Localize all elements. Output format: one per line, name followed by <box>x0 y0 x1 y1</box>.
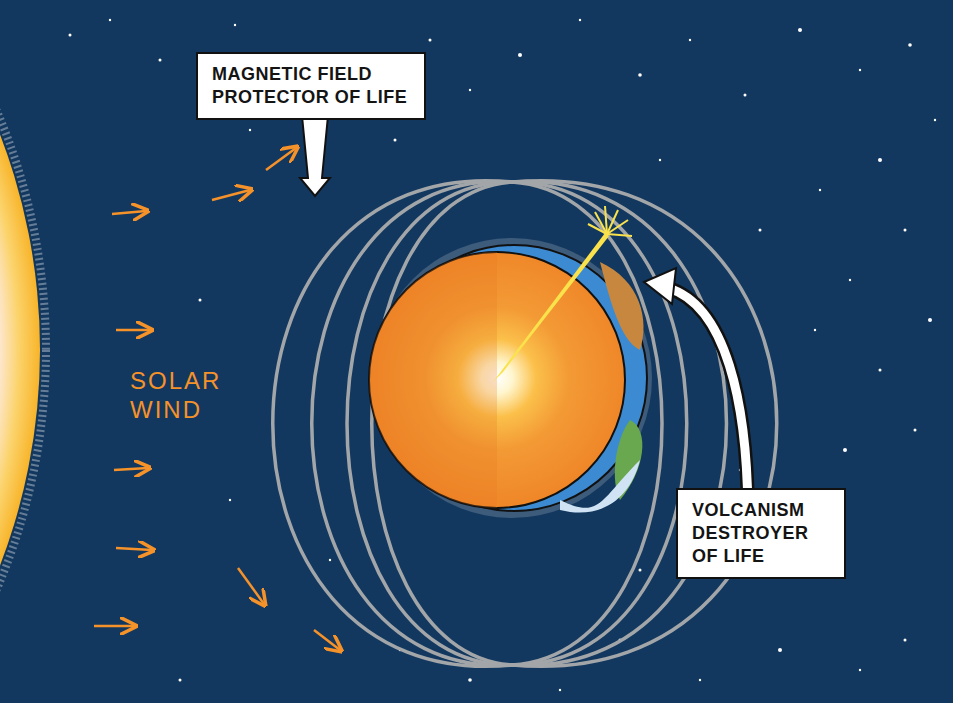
callout-arrow <box>644 268 748 520</box>
callout-text: MAGNETIC FIELD PROTECTOR OF LIFE <box>212 63 410 109</box>
callout-box: MAGNETIC FIELD PROTECTOR OF LIFE <box>196 52 426 120</box>
callout-text: VOLCANISM DESTROYER OF LIFE <box>692 499 830 568</box>
magnetic-field-lines <box>273 181 777 667</box>
stars <box>69 19 937 691</box>
solar-wind-label: SOLAR WIND <box>130 366 225 424</box>
callout-box: VOLCANISM DESTROYER OF LIFE <box>676 488 846 579</box>
solar-wind-arrows <box>94 148 340 650</box>
eruption <box>588 206 632 236</box>
earth <box>369 206 652 518</box>
volcano-plume <box>493 233 609 382</box>
sun <box>0 0 40 703</box>
sun-halo <box>0 0 46 703</box>
